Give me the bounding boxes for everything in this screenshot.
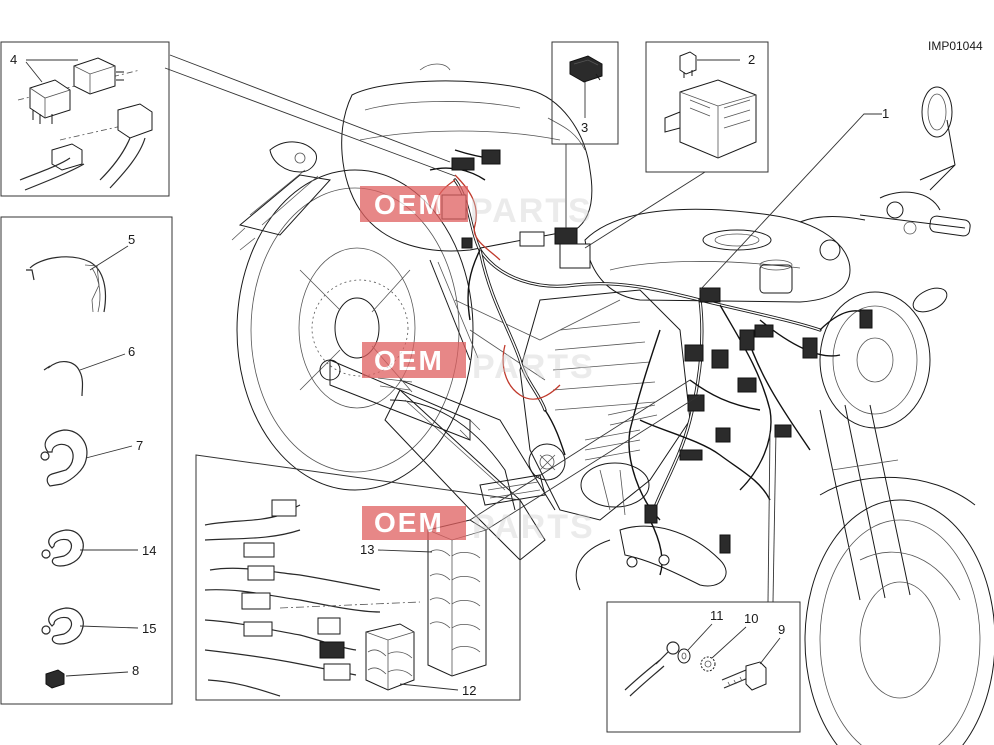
footpeg (479, 474, 546, 506)
callout-4: 4 (10, 52, 17, 67)
callout-12: 12 (462, 683, 476, 698)
leader-holders (469, 379, 691, 521)
relay-b (73, 57, 124, 95)
inset-part-2: 2 (645, 41, 769, 173)
cable-tie-long (29, 256, 107, 313)
cooling-fins (584, 404, 658, 461)
inset-ground-hardware: 11 10 9 (606, 601, 801, 733)
relay-socket-2 (51, 143, 83, 171)
leader-1 (699, 113, 882, 291)
inset-connector-holders: 13 12 (195, 454, 521, 701)
connector-front-9 (737, 377, 757, 393)
callout-8: 8 (132, 663, 139, 678)
connector-f (317, 617, 341, 635)
ring-terminal (666, 641, 680, 655)
connector-tail-2 (481, 149, 501, 165)
connector-d (241, 592, 271, 610)
clip-medium (41, 529, 84, 567)
leader-2 (584, 171, 706, 249)
connector-e (243, 621, 273, 637)
mirror (919, 86, 956, 191)
callout-1: 1 (882, 106, 889, 121)
connector-relay-area (554, 227, 578, 245)
watermark-bottom: OEM PARTS (362, 506, 595, 546)
connector-lower (644, 504, 658, 524)
brake-reservoir (759, 239, 841, 294)
terminal-1 (626, 556, 638, 568)
clip-large (40, 429, 88, 487)
connector-a (271, 499, 297, 517)
inset-part-3: 3 (551, 41, 619, 145)
front-fork (819, 404, 911, 601)
connector-front-1 (699, 287, 721, 303)
callout-6: 6 (128, 344, 135, 359)
serrated-washer (700, 656, 716, 672)
svg-text:PARTS: PARTS (470, 192, 593, 230)
connector-c (247, 565, 275, 581)
headlight (819, 291, 931, 429)
connector-front-2 (739, 329, 755, 351)
connector-holder-small (365, 623, 415, 691)
connector-g (319, 641, 345, 659)
connector-lower-2 (719, 534, 731, 554)
terminal-2 (658, 554, 670, 566)
callout-9: 9 (778, 622, 785, 637)
watermark-top: OEM PARTS (360, 186, 593, 230)
callout-11: 11 (710, 608, 724, 623)
callout-7: 7 (136, 438, 143, 453)
engine (519, 289, 691, 521)
motorcycle-illustration (231, 63, 994, 745)
callout-10: 10 (744, 611, 758, 626)
relay-a (29, 79, 71, 124)
callout-5: 5 (128, 232, 135, 247)
connector-mid-2 (461, 237, 473, 249)
connector-front-5 (754, 324, 774, 338)
tail-light-bracket (231, 141, 331, 251)
connector-tail-1 (451, 157, 475, 171)
connector-front-3 (684, 344, 704, 362)
connector-mid (519, 231, 545, 247)
front-fender (819, 476, 976, 506)
grommet (45, 669, 65, 689)
inset-relays: 4 (0, 41, 170, 197)
callout-15: 15 (142, 621, 156, 636)
callout-2: 2 (748, 52, 755, 67)
front-wheel (804, 499, 994, 745)
bolt (721, 669, 747, 681)
handlebar (799, 191, 971, 237)
relay-socket-1 (117, 103, 153, 139)
callout-3: 3 (581, 120, 588, 135)
svg-text:PARTS: PARTS (472, 348, 595, 386)
watermark-middle: OEM PARTS (362, 342, 595, 386)
callout-13: 13 (360, 542, 374, 557)
leader-relays (169, 54, 451, 163)
rear-wheel (236, 169, 474, 491)
connector-front-4 (711, 349, 729, 369)
ground-terminal-installed (774, 424, 792, 438)
svg-text:OEM: OEM (374, 189, 444, 220)
leader-ground (772, 429, 777, 603)
connector-front-8 (715, 427, 731, 443)
swingarm (319, 359, 471, 441)
inset-clamps: 5 6 7 14 15 8 (0, 216, 173, 705)
svg-text:PARTS: PARTS (472, 508, 595, 546)
svg-text:OEM: OEM (374, 507, 444, 538)
wiring-harness (429, 149, 873, 576)
turn-signal (912, 287, 948, 313)
connector-front-10 (679, 449, 703, 461)
callout-14: 14 (142, 543, 156, 558)
washer (677, 648, 691, 664)
svg-text:OEM: OEM (374, 345, 444, 376)
cable-tie-short (47, 361, 84, 397)
frame (389, 299, 621, 511)
connector-b (243, 542, 275, 558)
clip-small (41, 607, 84, 645)
reference-code: IMP01044 (928, 39, 983, 53)
connector-headlight (859, 309, 873, 329)
connector-front-6 (802, 337, 818, 359)
connector-h (323, 663, 351, 681)
